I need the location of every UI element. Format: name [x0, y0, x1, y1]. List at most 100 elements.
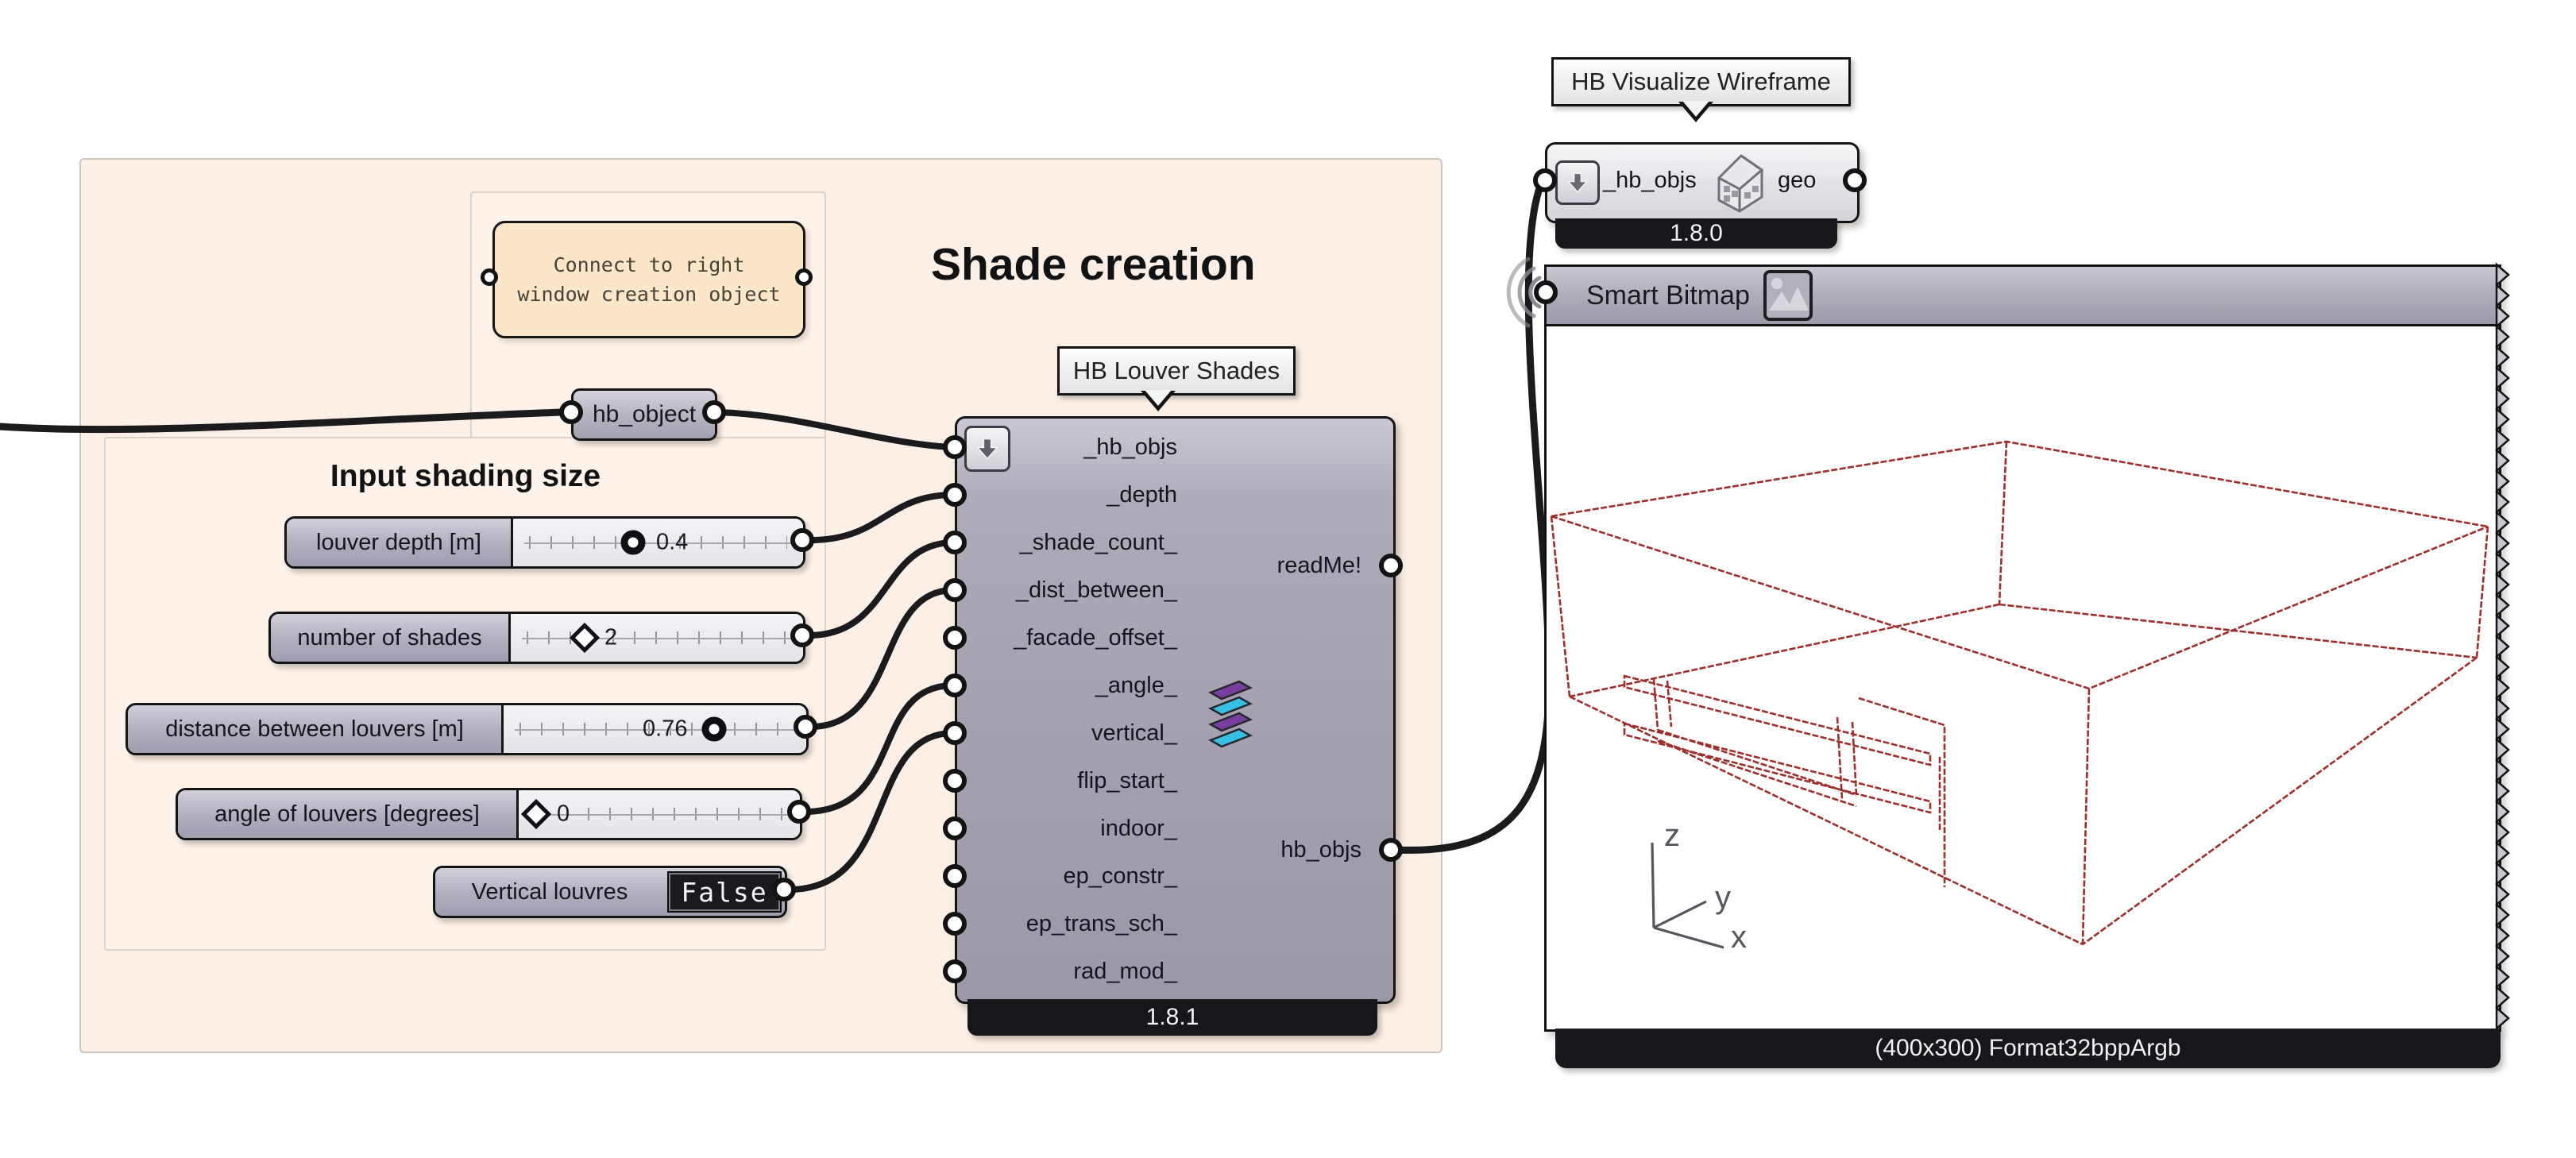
slider-distance-between-value: 0.76 — [643, 716, 688, 742]
input-port-rad-mod[interactable] — [943, 959, 967, 983]
note-input-port[interactable] — [481, 268, 498, 286]
wire-shade-count[interactable] — [801, 539, 954, 639]
house-icon — [1717, 154, 1764, 213]
slider-groove — [515, 729, 795, 731]
port-label-hb-objs: _hb_objs — [1083, 434, 1177, 460]
slider-louver-depth-value: 0.4 — [656, 529, 689, 555]
slider-distance-between[interactable]: distance between louvers [m] 0.76 — [126, 703, 809, 755]
port-label-vertical: vertical_ — [1091, 720, 1177, 746]
slider-angle-label: angle of louvers [degrees] — [178, 790, 519, 838]
wire-into-hb-object[interactable] — [0, 408, 566, 434]
slider-distance-between-grip[interactable] — [701, 716, 727, 742]
output-port-readme[interactable] — [1379, 554, 1403, 577]
slider-distance-between-track[interactable]: 0.76 — [504, 705, 806, 753]
toggle-output-port[interactable] — [772, 878, 796, 901]
slider-louver-depth[interactable]: louver depth [m] 0.4 — [284, 516, 805, 569]
port-label-shade-count: _shade_count_ — [1019, 530, 1177, 555]
louver-component-version: 1.8.1 — [967, 999, 1377, 1036]
visualize-component-version: 1.8.0 — [1555, 218, 1837, 249]
toggle-vertical-louvres[interactable]: Vertical louvres False — [433, 866, 787, 918]
page-title: Shade creation — [931, 239, 1256, 290]
wireframe-render — [1550, 440, 2489, 949]
visualize-wireframe-tooltip-pointer — [1678, 101, 1713, 122]
collapse-arrow-button[interactable] — [964, 426, 1010, 472]
wire-angle[interactable] — [796, 682, 954, 816]
slider-number-of-shades-label: number of shades — [271, 614, 511, 662]
slider-groove — [530, 814, 789, 816]
port-label-indoor: indoor_ — [1100, 816, 1177, 841]
version-text: 1.8.1 — [1145, 1004, 1199, 1030]
toggle-vertical-louvres-value[interactable]: False — [667, 871, 782, 913]
slider-angle-output-port[interactable] — [787, 800, 811, 824]
input-port-flip-start[interactable] — [943, 769, 967, 793]
toggle-vertical-louvres-label: Vertical louvres — [471, 878, 628, 905]
hb-object-input-port[interactable] — [559, 400, 583, 424]
input-port-indoor[interactable] — [943, 816, 967, 840]
louver-shades-tooltip-text: HB Louver Shades — [1072, 357, 1280, 384]
input-port-depth[interactable] — [943, 483, 967, 507]
slider-groove — [524, 542, 792, 544]
input-port-hb-objs[interactable] — [943, 435, 967, 459]
visualize-output-port[interactable] — [1843, 168, 1867, 192]
hb-object-output-port[interactable] — [702, 400, 726, 424]
louver-shades-tooltip-pointer — [1141, 390, 1176, 411]
slider-louver-depth-output-port[interactable] — [790, 528, 814, 552]
down-arrow-icon — [975, 438, 999, 460]
input-port-angle[interactable] — [943, 674, 967, 697]
visualize-input-port[interactable] — [1533, 168, 1557, 192]
port-label-readme: readMe! — [1276, 553, 1361, 578]
down-arrow-icon — [1566, 172, 1589, 193]
hb-object-label: hb_object — [592, 401, 697, 427]
wire-vertical[interactable] — [781, 730, 954, 894]
wire-depth[interactable] — [801, 492, 954, 544]
wireframe-box — [1550, 440, 2489, 946]
wireframe-louvers — [1623, 674, 1932, 814]
wire-hb-object-to-hbobjs[interactable] — [713, 409, 954, 450]
input-shading-title: Input shading size — [330, 459, 601, 493]
input-port-ep-trans-sch[interactable] — [943, 912, 967, 936]
louver-shades-tooltip: HB Louver Shades — [1057, 346, 1296, 396]
input-port-ep-constr[interactable] — [943, 864, 967, 888]
version-text: 1.8.0 — [1670, 220, 1723, 246]
slider-distance-between-label: distance between louvers [m] — [128, 705, 504, 753]
port-label-ep-trans-sch: ep_trans_sch_ — [1025, 911, 1177, 936]
slider-number-of-shades[interactable]: number of shades 2 — [268, 612, 805, 664]
slider-groove — [522, 638, 792, 639]
wire-dist-between[interactable] — [804, 587, 954, 731]
input-port-facade-offset[interactable] — [943, 626, 967, 650]
axis-triad — [1651, 842, 1724, 949]
slider-louver-depth-grip[interactable] — [620, 530, 646, 555]
port-label-flip-start: flip_start_ — [1077, 768, 1177, 793]
slider-number-of-shades-track[interactable]: 2 — [511, 614, 803, 662]
slider-angle-track[interactable]: 0 — [519, 790, 800, 838]
smart-bitmap-input-port[interactable] — [1534, 280, 1558, 304]
input-port-shade-count[interactable] — [943, 531, 967, 554]
slider-louver-depth-label: louver depth [m] — [287, 519, 513, 566]
input-port-dist-between[interactable] — [943, 578, 967, 602]
port-label-ep-constr: ep_constr_ — [1063, 863, 1178, 889]
output-port-hb-objs[interactable] — [1379, 838, 1403, 862]
note-output-port[interactable] — [795, 268, 813, 286]
port-label-rad-mod: rad_mod_ — [1073, 959, 1177, 984]
port-label-depth: _depth — [1106, 482, 1177, 508]
wireframe-door — [1858, 697, 1946, 887]
slider-distance-between-output-port[interactable] — [794, 715, 817, 739]
slider-number-of-shades-value: 2 — [604, 624, 618, 650]
smart-bitmap-caption: (400x300) Format32bppArgb — [1875, 1035, 2181, 1061]
louver-shades-icon — [1208, 680, 1253, 748]
bitmap-image-icon — [1763, 270, 1813, 321]
input-port-vertical[interactable] — [943, 721, 967, 745]
smart-bitmap-title: Smart Bitmap — [1586, 280, 1750, 311]
zigzag-edge — [2495, 262, 2510, 1031]
slider-number-of-shades-output-port[interactable] — [790, 623, 814, 647]
smart-bitmap-header[interactable]: Smart Bitmap — [1547, 267, 2499, 326]
visualize-input-label: _hb_objs — [1603, 168, 1697, 193]
slider-louver-depth-track[interactable]: 0.4 — [513, 519, 803, 566]
slider-angle[interactable]: angle of louvers [degrees] 0 — [176, 788, 802, 840]
smart-bitmap-panel[interactable]: Smart Bitmap z y x — [1544, 264, 2501, 1032]
port-label-facade-offset: _facade_offset_ — [1014, 625, 1177, 650]
hb-louver-shades-component[interactable] — [955, 416, 1396, 1004]
